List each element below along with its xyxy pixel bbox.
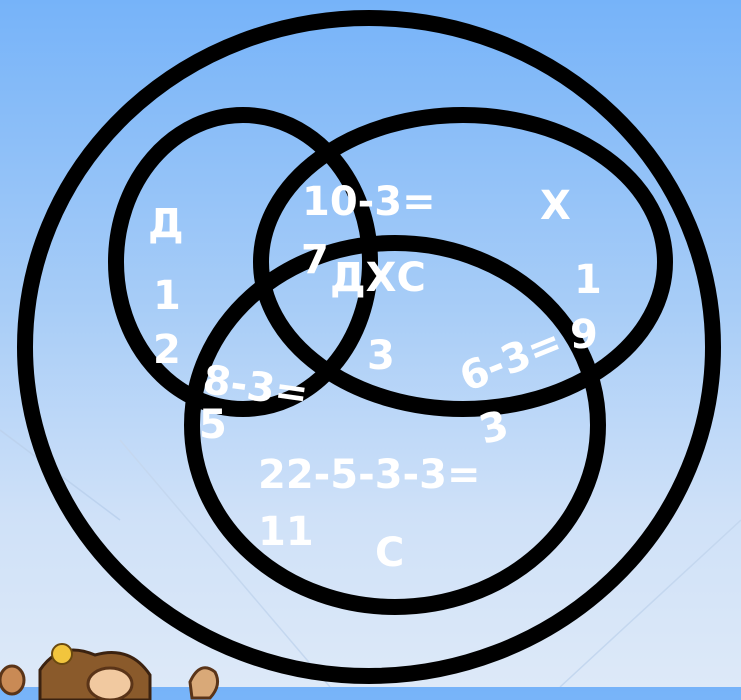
region-dx-expr: 10-3= — [302, 182, 436, 222]
region-only-d-line2: 2 — [153, 330, 181, 370]
region-only-x-line2: 9 — [570, 315, 598, 355]
set-label-x: Х — [540, 186, 571, 226]
set-label-c: С — [375, 533, 404, 573]
region-only-c-expr: 22-5-3-3= — [258, 455, 480, 495]
region-only-d-line1: 1 — [153, 276, 181, 316]
region-dxc-value: 3 — [367, 336, 395, 376]
region-dx-result: 7 — [301, 240, 329, 280]
set-label-dxc: ДХС — [330, 258, 426, 298]
cartoon-character-icon — [0, 640, 230, 700]
region-only-x-line1: 1 — [574, 260, 602, 300]
region-dc-result: 5 — [199, 405, 227, 445]
region-only-c-result: 11 — [258, 512, 314, 552]
set-label-d: Д — [148, 204, 184, 244]
